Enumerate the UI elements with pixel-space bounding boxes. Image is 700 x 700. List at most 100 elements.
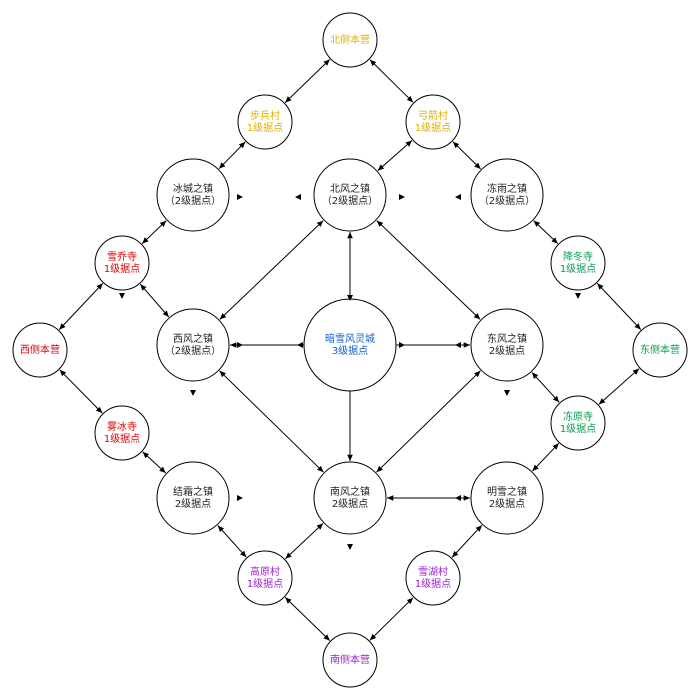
node-circle [405,94,461,150]
stub-arrow-icon [237,495,243,501]
node-label: 3级据点 [332,344,368,357]
node-label: 冻原寺 [563,410,593,423]
node-label: 1级据点 [104,432,140,445]
node-label: 冰城之镇 [173,182,213,195]
node-label: （2级据点） [479,194,535,207]
node-label: （2级据点） [322,194,378,207]
node-circle [156,461,230,535]
node-east-base[interactable]: 东侧本营 [632,322,688,378]
edge-east-wind-town-e-bot-village [531,372,560,403]
node-circle [405,550,461,606]
edge-n-left-village-ice-town [218,141,246,170]
node-label: 西侧本营 [20,343,60,356]
node-frost-town[interactable]: 冻雨之镇（2级据点） [470,158,544,232]
edge-frozen-town-s-left-village [217,525,247,558]
edge-s-left-village-south-base [284,597,331,641]
node-label: 结霜之镇 [173,485,213,498]
edge-north-base-n-left-village [284,59,331,103]
node-west-wind-town[interactable]: 西风之镇（2级据点） [156,308,230,382]
node-label: 暗雪风灵城 [325,332,375,345]
edge-clear-town-s-right-village [451,524,483,558]
node-west-base[interactable]: 西侧本营 [12,322,68,378]
edge-w-top-village-west-wind-town [139,283,170,318]
node-label: 降冬寺 [563,250,593,263]
stub-arrow-icon [399,342,405,348]
node-circle [470,158,544,232]
node-circle [470,461,544,535]
node-ice-town[interactable]: 冰城之镇（2级据点） [156,158,230,232]
edge-e-top-village-east-base [596,283,642,330]
stub-arrow-icon [297,342,303,348]
stub-arrow-icon [399,194,405,200]
node-label: 东侧本营 [640,343,680,356]
node-label: 东风之镇 [487,332,527,345]
stub-arrow-icon [190,390,196,396]
node-north-base[interactable]: 北侧本营 [322,12,378,68]
edge-ice-town-w-top-village [141,220,167,244]
node-label: 雪乔寺 [107,251,137,263]
node-circle [237,94,293,150]
node-label: 高原村 [250,565,280,578]
node-circle [94,235,150,291]
edge-frost-town-e-top-village [533,220,559,244]
node-south-base[interactable]: 南侧本营 [322,632,378,688]
node-label: 2级据点 [489,497,525,510]
node-circle [303,298,397,392]
node-label: 2级据点 [332,497,368,510]
node-circle [237,550,293,606]
stub-arrow-icon [455,342,461,348]
node-label: 1级据点 [415,577,451,590]
node-label: 2级据点 [175,497,211,510]
stub-arrow-icon [237,194,243,200]
node-circle [156,158,230,232]
edge-west-base-w-bot-village [59,369,103,414]
node-circle [94,405,150,461]
node-circle [313,158,387,232]
node-label: 1级据点 [104,262,140,275]
node-label: 步兵村 [250,109,280,122]
nodes-layer: 北侧本营步兵村1级据点弓箭村1级据点冰城之镇（2级据点）北风之镇（2级据点）冻雨… [12,12,688,688]
stub-arrow-icon [504,390,510,396]
node-label: 1级据点 [247,121,283,134]
node-label: （2级据点） [165,194,221,207]
node-label: 1级据点 [560,262,596,275]
stub-arrow-icon [119,293,125,299]
edge-west-wind-town-south-wind-town [219,370,324,473]
node-label: 冻雨之镇 [487,182,527,195]
node-label: 西风之镇 [173,332,213,345]
node-label: 1级据点 [560,422,596,435]
edge-w-top-village-west-base [58,283,104,330]
stub-arrow-icon [347,295,353,301]
node-circle [632,322,688,378]
edge-east-wind-town-south-wind-town [376,370,481,473]
node-circle [156,308,230,382]
node-north-wind-town[interactable]: 北风之镇（2级据点） [313,158,387,232]
node-circle [322,12,378,68]
stub-arrow-icon [237,342,243,348]
stub-arrow-icon [295,194,301,200]
edge-s-right-village-south-base [369,597,414,641]
node-circle [322,632,378,688]
edge-n-right-village-north-wind-town [377,140,413,171]
node-label: 北风之镇 [330,182,370,195]
node-circle [550,395,606,451]
node-label: 雾冰寺 [107,420,137,433]
node-label: 弓箭村 [418,109,448,122]
node-circle [12,322,68,378]
node-label: 2级据点 [489,344,525,357]
node-circle [470,308,544,382]
